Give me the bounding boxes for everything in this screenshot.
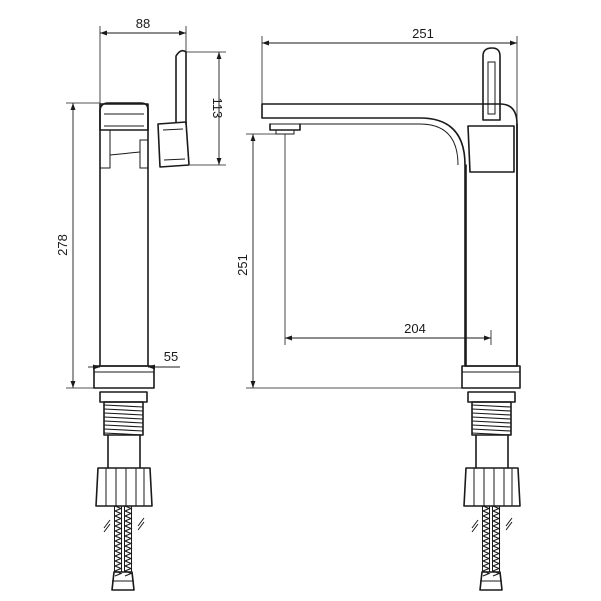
dim-side-278: 278	[55, 234, 70, 256]
dim-front-251-vertical: 251	[235, 254, 250, 276]
dim-front-251-horizontal: 251	[412, 26, 434, 41]
side-view: 88 113 278 55	[55, 16, 226, 591]
front-view: 251 251 204	[235, 26, 521, 591]
dim-front-204: 204	[404, 321, 426, 336]
dim-side-113: 113	[210, 98, 225, 119]
dim-side-55: 55	[164, 349, 178, 364]
dim-side-88: 88	[136, 16, 150, 31]
